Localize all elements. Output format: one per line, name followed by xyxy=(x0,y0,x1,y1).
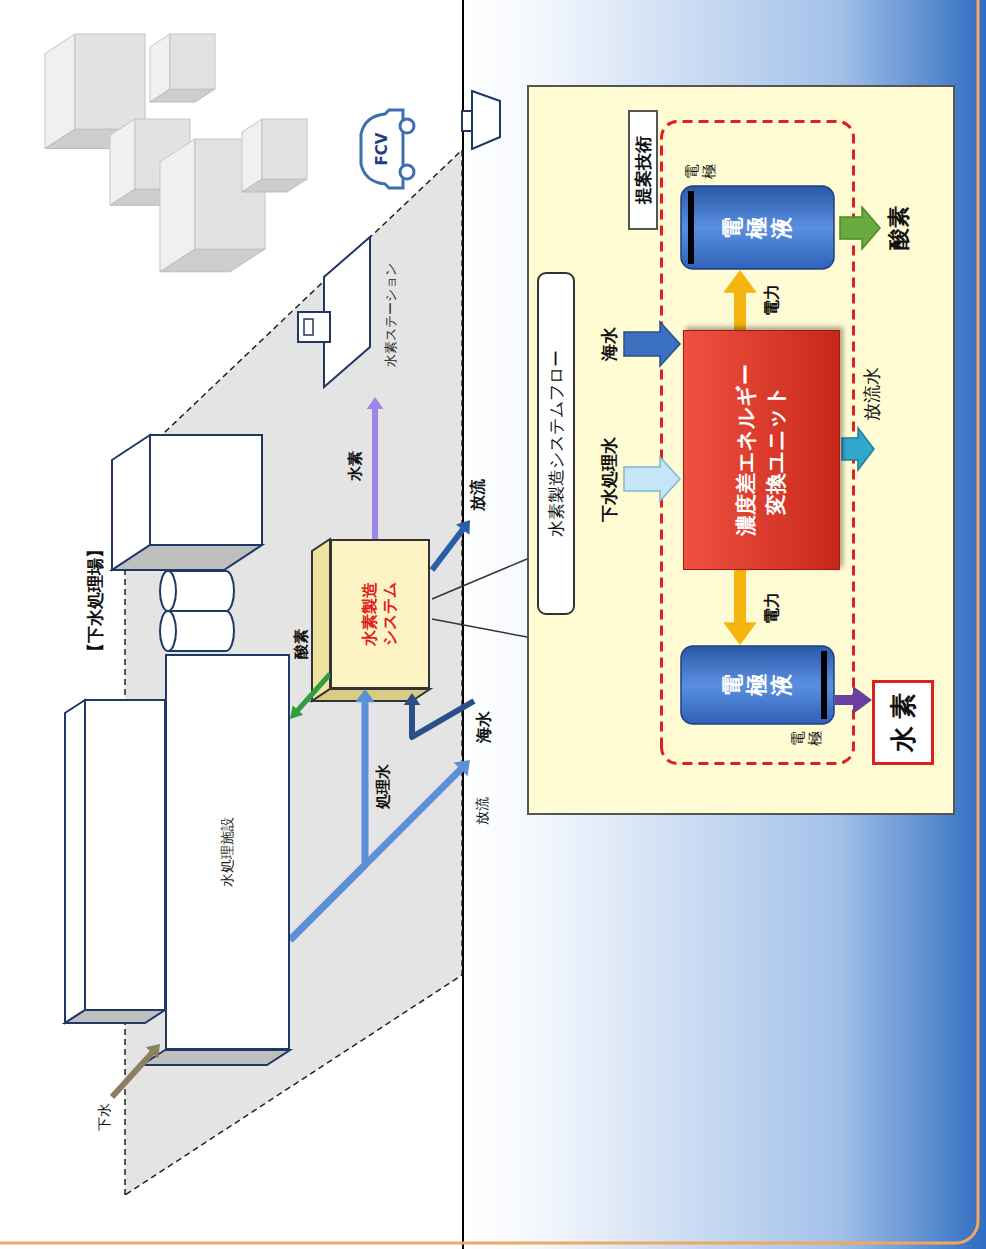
text-label: 放流 xyxy=(474,797,492,825)
electrode-bar xyxy=(688,191,694,264)
text-label: 下水処理水 xyxy=(598,437,621,522)
text-label: 電力 xyxy=(762,592,783,624)
text-label: 水素製造システムフロー xyxy=(545,350,568,537)
text-label: 提案技術 xyxy=(632,136,655,204)
city-building xyxy=(45,34,75,149)
region-outline xyxy=(125,150,462,1195)
car-wheel xyxy=(400,165,414,179)
connector-line xyxy=(734,570,746,623)
text-label: 酸素 xyxy=(884,206,914,250)
plant-region: 【下水処理場】水処理施設水素製造 システム水素ステーション xyxy=(125,150,462,1195)
flow-panel: 水素製造システムフロー提案技術電極液濃度差エネルギー 変換ユニット電極液水素 xyxy=(527,85,955,815)
facility-block xyxy=(85,700,165,1010)
arrow-head xyxy=(355,689,375,702)
electrolyte-tank: 電極液 xyxy=(680,645,835,725)
connector-line xyxy=(835,695,854,705)
electrolyte-tank: 電極液 xyxy=(680,185,835,270)
city-building xyxy=(262,119,307,179)
text-label: 電極液 xyxy=(721,674,794,696)
text-label: 放流水 xyxy=(860,367,884,421)
text-label: 電極 xyxy=(790,731,823,746)
text-label: 水素製造 システム xyxy=(360,576,400,653)
dispenser xyxy=(298,312,330,342)
city-building xyxy=(170,34,215,89)
car-wheel xyxy=(400,119,414,133)
text-label: 電力 xyxy=(762,284,783,316)
text-label: 【下水処理場】 xyxy=(84,541,107,660)
city-building xyxy=(242,179,307,192)
conversion-unit: 濃度差エネルギー 変換ユニット xyxy=(683,330,840,570)
building xyxy=(150,435,262,545)
heading-holder: 【下水処理場】 xyxy=(84,541,107,660)
tank xyxy=(168,611,234,651)
hydrogen-output-box: 水素 xyxy=(872,680,934,765)
text-label: 水素ステーション xyxy=(382,263,400,367)
city-building xyxy=(75,34,145,129)
dispenser xyxy=(304,319,313,335)
hydrogen-station: 水素ステーション xyxy=(290,232,402,397)
tank-body xyxy=(681,186,834,269)
text-label: 水素 xyxy=(346,451,365,481)
ship xyxy=(472,91,500,149)
tank xyxy=(160,611,176,651)
text-label: 水素 xyxy=(886,687,921,759)
treatment-facility: 水処理施設 xyxy=(165,654,290,1050)
facility-block xyxy=(65,700,85,1023)
facility-side xyxy=(142,1050,290,1065)
text-label: 濃度差エネルギー 変換ユニット xyxy=(732,362,791,538)
fcv-car: FCV xyxy=(345,104,417,194)
city-building xyxy=(160,249,265,272)
text-label: 水処理施設 xyxy=(219,817,237,887)
panel-outline xyxy=(528,86,954,814)
heading-box: 提案技術 xyxy=(628,110,658,230)
text-label: 酸素 xyxy=(292,629,311,659)
tank-body xyxy=(681,646,834,724)
connector-line xyxy=(372,408,378,539)
connector-line xyxy=(734,292,746,330)
proposal-box: 提案技術電極液濃度差エネルギー 変換ユニット電極液 xyxy=(660,120,855,765)
sea xyxy=(463,0,986,1249)
ship xyxy=(462,111,472,131)
tank xyxy=(168,571,234,611)
tank xyxy=(160,571,176,611)
car-body xyxy=(361,110,403,188)
text-label: 電極 xyxy=(684,164,717,179)
electrode-bar xyxy=(821,651,827,719)
text-label: 海水 xyxy=(474,711,495,743)
text-label: 処理水 xyxy=(374,764,393,809)
text-label: 電極液 xyxy=(721,217,794,239)
text-label: 海水 xyxy=(598,327,621,361)
text-label: FCV xyxy=(373,133,391,166)
text-label: 下水 xyxy=(96,1103,114,1131)
hydrogen-system-box: 水素製造 システム xyxy=(330,539,430,689)
title-box: 水素製造システムフロー xyxy=(537,272,575,615)
dashed-outline xyxy=(662,122,854,764)
text-label: 放流 xyxy=(468,479,489,511)
city-building xyxy=(150,89,215,102)
